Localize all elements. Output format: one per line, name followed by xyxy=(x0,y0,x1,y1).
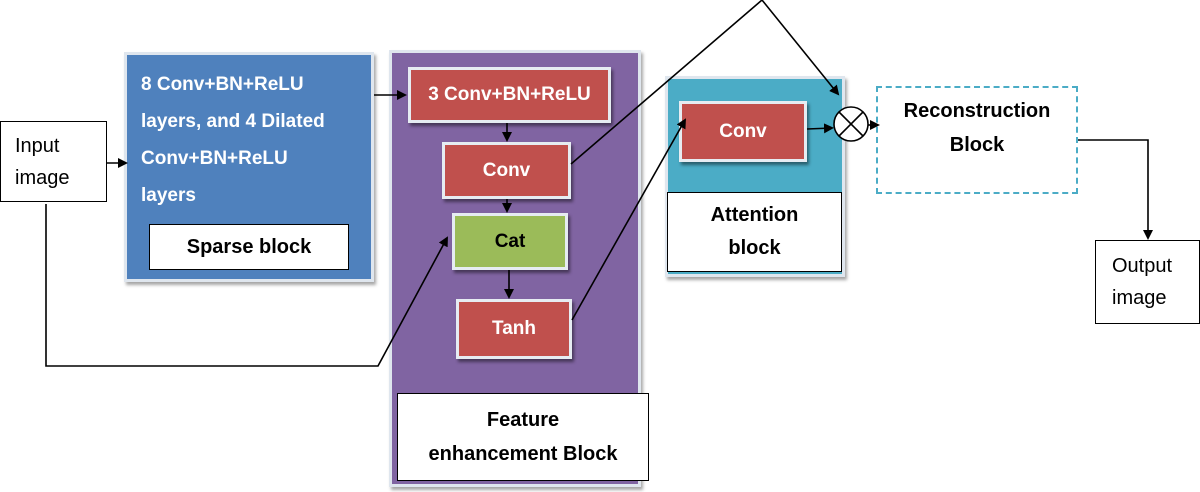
feature-enhancement-label: Feature enhancement Block xyxy=(397,393,649,481)
input-image-label: Input image xyxy=(15,134,70,189)
multiply-node xyxy=(833,106,869,142)
attention-block-label: Attention block xyxy=(667,192,842,272)
feb-conv-label: Conv xyxy=(482,159,531,181)
reconstruction-block xyxy=(876,86,1078,194)
reconstruction-block-label: Reconstruction Block xyxy=(876,94,1078,162)
conv-bn-relu-label: 3 Conv+BN+ReLU xyxy=(428,84,591,105)
attention-conv-block: Conv xyxy=(679,101,807,162)
tanh-label: Tanh xyxy=(492,318,536,339)
arrow-conv-to-multiply xyxy=(570,0,840,165)
cat-label: Cat xyxy=(494,230,526,252)
tanh-block: Tanh xyxy=(456,299,572,359)
arrow-tanh-to-attention xyxy=(571,118,686,321)
feature-enhancement-label-text: Feature enhancement Block xyxy=(428,409,618,465)
attention-conv-label: Conv xyxy=(719,120,767,142)
attention-block-label-text: Attention block xyxy=(710,204,799,259)
cat-block: Cat xyxy=(452,213,568,270)
sparse-block-label: Sparse block xyxy=(149,224,349,270)
sparse-block-description: 8 Conv+BN+ReLU layers, and 4 Dilated Con… xyxy=(141,74,325,206)
conv-bn-relu-block: 3 Conv+BN+ReLU xyxy=(408,67,611,123)
feb-conv-block: Conv xyxy=(442,142,571,199)
output-image-label: Output image xyxy=(1112,255,1173,309)
arrow-reconstruction-to-output xyxy=(1078,139,1153,240)
sparse-block-label-text: Sparse block xyxy=(186,235,312,258)
input-image-box: Input image xyxy=(0,121,107,202)
arrow-attention-to-multiply xyxy=(806,123,834,134)
arrow-input-to-cat xyxy=(45,204,448,367)
output-image-box: Output image xyxy=(1095,240,1200,324)
reconstruction-label-text: Reconstruction Block xyxy=(903,100,1051,156)
